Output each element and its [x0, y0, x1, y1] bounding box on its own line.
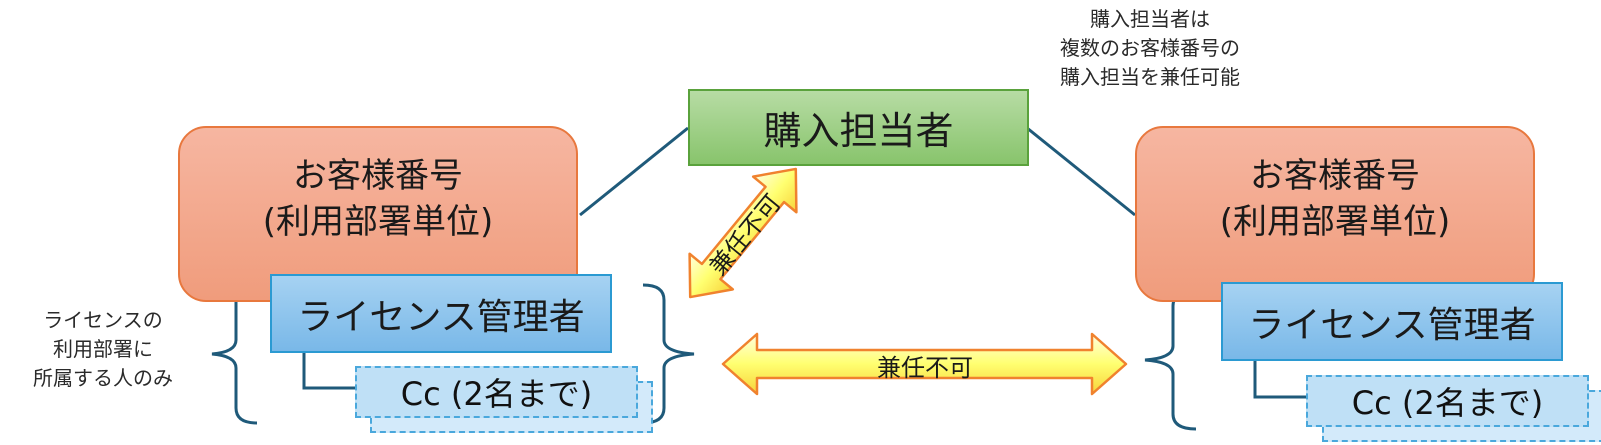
- license-note-line: ライセンスの: [43, 308, 163, 332]
- license-note: ライセンスの 利用部署に 所属する人のみ: [0, 306, 206, 393]
- customer-title: お客様番号: [1250, 156, 1420, 196]
- customer-box-left: お客様番号 (利用部署単位): [178, 126, 578, 302]
- cc-connector-left: [302, 350, 355, 390]
- buyer-box: 購入担当者: [688, 89, 1029, 166]
- horizontal-arrow-label: 兼任不可: [877, 353, 973, 382]
- license-note-line: 利用部署に: [53, 337, 153, 361]
- license-admin-box-right: ライセンス管理者: [1221, 282, 1563, 361]
- license-note-line: 所属する人のみ: [33, 366, 173, 390]
- brace-left-open: [211, 283, 258, 425]
- cc-connector-right: [1253, 357, 1306, 399]
- buyer-note: 購入担当者は 複数のお客様番号の 購入担当を兼任可能: [1030, 5, 1270, 92]
- customer-subtitle: (利用部署単位): [1219, 202, 1451, 242]
- customer-subtitle: (利用部署単位): [262, 202, 494, 242]
- buyer-note-line: 複数のお客様番号の: [1060, 36, 1240, 60]
- customer-box-right: お客様番号 (利用部署単位): [1135, 126, 1535, 302]
- connector-left: [579, 126, 689, 217]
- horizontal-arrow: [721, 332, 1128, 396]
- brace-right-open: [1144, 289, 1197, 431]
- customer-title: お客様番号: [293, 156, 463, 196]
- buyer-note-line: 購入担当を兼任可能: [1060, 65, 1240, 89]
- license-admin-box-left: ライセンス管理者: [270, 274, 612, 353]
- buyer-note-line: 購入担当者は: [1090, 7, 1210, 31]
- connector-right: [1026, 126, 1136, 217]
- brace-left-close: [642, 283, 695, 425]
- diagonal-arrow: [688, 167, 798, 299]
- cc-box-left: Cc (2名まで): [355, 366, 638, 418]
- cc-box-right: Cc (2名まで): [1306, 375, 1589, 427]
